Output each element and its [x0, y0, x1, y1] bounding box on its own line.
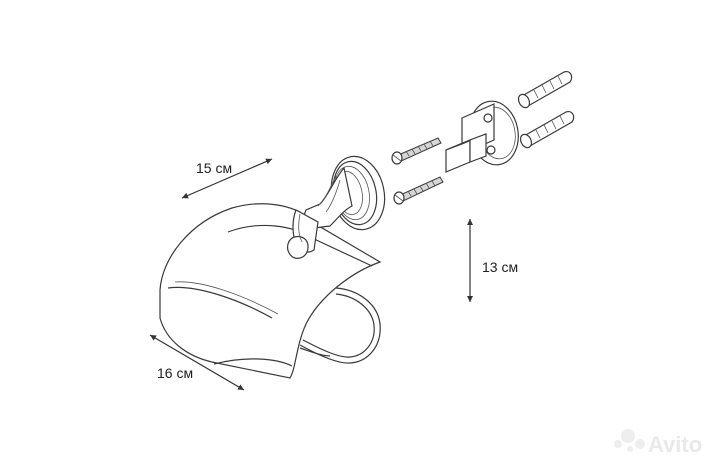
width-dimension-arrow	[181, 158, 273, 199]
mounting-bracket	[445, 100, 519, 173]
wall-mount-rosette	[303, 155, 386, 231]
depth-dimension-arrow	[149, 334, 245, 391]
avito-dots-icon	[614, 429, 645, 452]
holder-ring-arm	[299, 287, 381, 364]
arm-connector	[287, 209, 319, 259]
depth-dimension-label: 16 см	[157, 365, 193, 381]
height-dimension-label: 13 см	[482, 259, 518, 275]
avito-watermark-text: Avito	[648, 432, 702, 457]
holder-cover-flap	[159, 203, 382, 379]
wall-plug-upper	[517, 71, 573, 109]
screw-lower	[393, 176, 444, 205]
avito-watermark: Avito	[614, 429, 702, 457]
width-dimension-label: 15 см	[196, 160, 232, 176]
wall-plug-lower	[519, 111, 575, 149]
screw-upper	[391, 137, 442, 165]
